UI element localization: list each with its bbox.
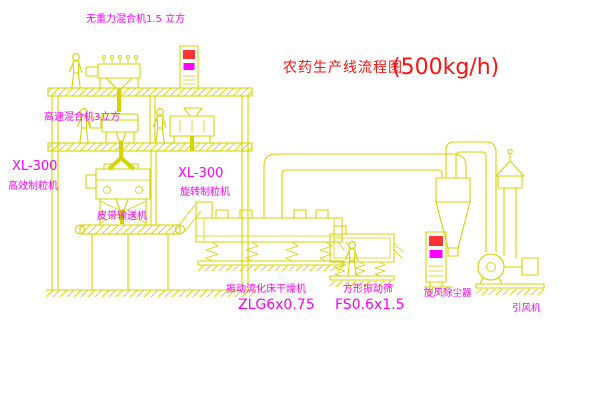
high-speed-mixer [89,113,139,151]
control-cabinet [179,45,199,89]
label-granulator-left-model: XL-300 [12,159,57,174]
belt-conveyor [74,204,202,291]
label-high-speed-mixer: 高速混合机3立方 [44,110,120,123]
ground [45,265,544,297]
label-gravity-mixer: 无重力混合机1.5 立方 [86,12,185,25]
label-sieve-name: 方形振动筛 [343,282,393,295]
label-cyclone: 旋风除尘器 [424,287,472,299]
induced-draft-fan [475,253,545,289]
annotations: 农药生产线流程图 (500kg/h) 无重力混合机1.5 立方 高速混合机3立方… [8,12,541,314]
y-chute [107,151,136,171]
drawing-capacity: (500kg/h) [392,55,499,80]
drawing-title: 农药生产线流程图 [283,60,403,76]
gravity-free-mixer [85,55,141,112]
label-granulator-left-name: 高效制粒机 [8,179,58,192]
square-vibrating-sieve [329,225,405,281]
person-icon [344,241,359,277]
rotary-granulator-upper [169,107,215,151]
panel-button [183,63,195,70]
person-icon [68,53,83,89]
fan-suction-duct [445,141,497,253]
panel-screen [429,236,443,246]
label-belt-conveyor: 皮带输送机 [97,209,147,222]
label-granulator-right-model: XL-300 [178,166,223,181]
label-fan: 引风机 [512,302,541,314]
panel-screen [183,50,195,59]
label-granulator-right-name: 旋转制粒机 [180,185,230,198]
fluid-bed-dryer [195,201,351,266]
cyclone-dust-collector [435,177,471,257]
panel-button [429,250,443,258]
label-sieve-model: FS0.6x1.5 [335,297,405,313]
label-dryer-name: 振动流化床干燥机 [226,282,306,295]
xl300-granulator [85,163,151,226]
control-cabinet [425,231,447,288]
exhaust-duct [263,153,467,219]
exhaust-stack [495,148,525,259]
label-dryer-model: ZLG6x0.75 [238,297,315,313]
